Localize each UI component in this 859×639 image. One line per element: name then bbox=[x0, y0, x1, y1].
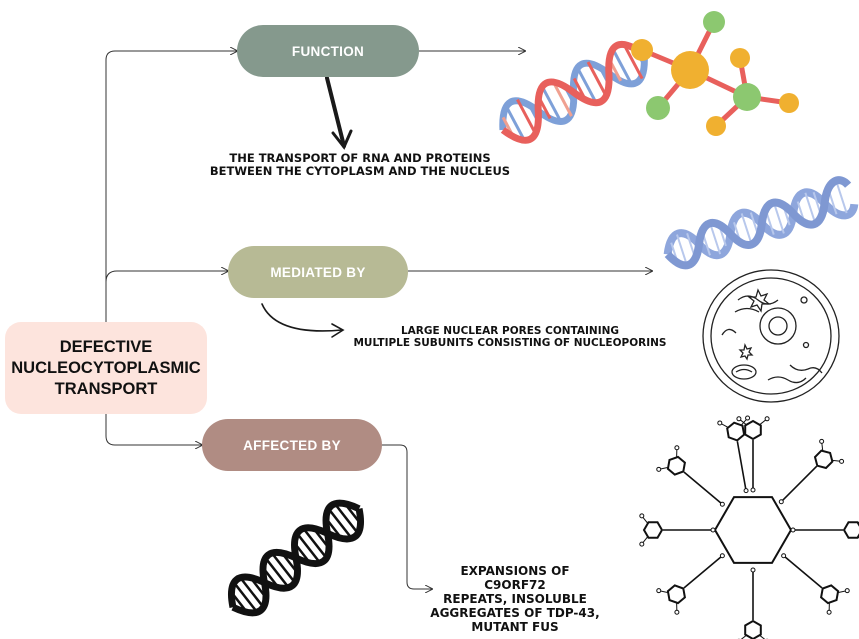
affected-by-description-line: REPEATS, INSOLUBLE bbox=[443, 592, 587, 606]
dna-ribbon-icon bbox=[663, 176, 859, 270]
main-topic-line: TRANSPORT bbox=[54, 379, 158, 398]
mediated-by-node: MEDIATED BY bbox=[228, 246, 408, 298]
mediated-by-description-line: MULTIPLE SUBUNITS CONSISTING OF NUCLEOPO… bbox=[353, 337, 667, 349]
connectors bbox=[105, 51, 652, 589]
affected-by-description-line: MUTANT FUS bbox=[471, 620, 559, 634]
function-description: THE TRANSPORT OF RNA AND PROTEINS BETWEE… bbox=[180, 152, 540, 178]
molecule-icon bbox=[631, 11, 799, 136]
mediated-by-label: MEDIATED BY bbox=[270, 264, 366, 280]
affected-by-description-line: AGGREGATES OF TDP-43, bbox=[430, 606, 600, 620]
affected-by-description-line: EXPANSIONS OF C9ORF72 bbox=[460, 564, 570, 592]
connector-affected-to-desc bbox=[382, 444, 432, 589]
mediated-by-description: LARGE NUCLEAR PORES CONTAINING MULTIPLE … bbox=[350, 325, 670, 349]
cell-icon bbox=[702, 269, 840, 403]
connector-main-to-function bbox=[105, 51, 237, 322]
function-node: FUNCTION bbox=[237, 25, 419, 77]
affected-by-label: AFFECTED BY bbox=[243, 437, 341, 453]
function-description-line: BETWEEN THE CYTOPLASM AND THE NUCLEUS bbox=[209, 164, 511, 178]
function-label: FUNCTION bbox=[291, 43, 365, 59]
mediated-by-description-line: LARGE NUCLEAR PORES CONTAINING bbox=[400, 325, 620, 337]
connector-main-to-mediated bbox=[105, 271, 228, 322]
dna-double-helix-icon bbox=[499, 41, 648, 144]
main-topic-line: DEFECTIVE bbox=[59, 337, 153, 356]
hexagon-polymer-icon bbox=[639, 415, 859, 639]
dna-sketch-icon bbox=[228, 499, 364, 617]
function-description-line: THE TRANSPORT OF RNA AND PROTEINS bbox=[229, 151, 491, 165]
mediated-curve-arrow bbox=[261, 303, 345, 338]
affected-by-node: AFFECTED BY bbox=[202, 419, 382, 471]
main-topic-box: DEFECTIVE NUCLEOCYTOPLASMIC TRANSPORT bbox=[5, 322, 207, 414]
connector-main-to-affected bbox=[105, 414, 202, 445]
main-topic-line: NUCLEOCYTOPLASMIC bbox=[11, 358, 201, 377]
function-down-arrow bbox=[325, 76, 353, 150]
affected-by-description: EXPANSIONS OF C9ORF72 REPEATS, INSOLUBLE… bbox=[430, 564, 600, 634]
